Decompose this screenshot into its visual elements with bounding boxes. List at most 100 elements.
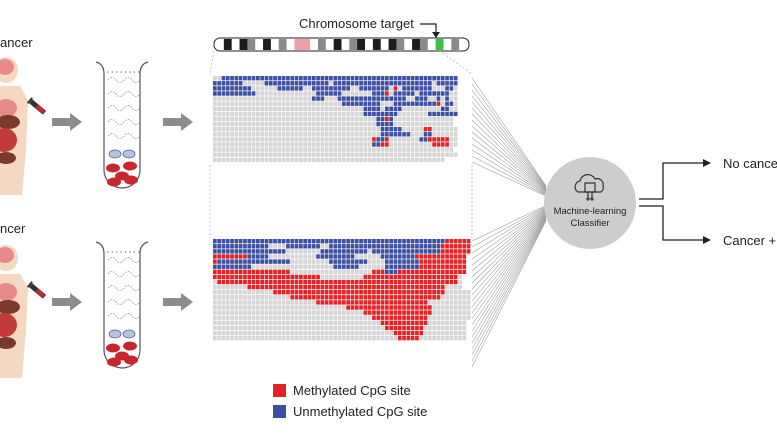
- empty-cpg-cell: [307, 315, 312, 320]
- unmethylated-cpg-cell: [410, 264, 415, 269]
- methylated-cpg-cell: [402, 274, 406, 280]
- methylated-cpg-cell: [303, 290, 307, 295]
- methylated-cpg-cell: [376, 274, 381, 280]
- empty-cpg-cell: [406, 127, 411, 132]
- empty-cpg-cell: [286, 91, 290, 96]
- empty-cpg-cell: [363, 147, 368, 152]
- dna-fragment: [107, 299, 141, 305]
- empty-cpg-cell: [277, 121, 282, 127]
- empty-cpg-cell: [359, 330, 363, 336]
- empty-cpg-cell: [329, 137, 333, 142]
- empty-cpg-cell: [385, 157, 389, 162]
- methylated-cpg-cell: [436, 137, 441, 142]
- empty-cpg-cell: [273, 335, 277, 341]
- unmethylated-cpg-cell: [342, 101, 346, 106]
- empty-cpg-cell: [354, 310, 359, 315]
- unmethylated-cpg-cell: [372, 239, 376, 244]
- empty-cpg-cell: [436, 86, 441, 91]
- empty-cpg-cell: [367, 157, 372, 162]
- unmethylated-cpg-cell: [376, 76, 381, 81]
- empty-cpg-cell: [260, 121, 264, 127]
- empty-cpg-cell: [453, 305, 458, 310]
- empty-cpg-cell: [307, 121, 312, 127]
- empty-cpg-cell: [247, 157, 252, 162]
- empty-cpg-cell: [445, 320, 449, 325]
- empty-cpg-cell: [294, 320, 299, 325]
- empty-cpg-cell: [303, 142, 307, 147]
- methylated-cpg-cell: [367, 305, 372, 310]
- red-blood-cell: [107, 177, 121, 187]
- methylated-cpg-cell: [389, 305, 393, 310]
- empty-cpg-cell: [363, 269, 368, 274]
- unmethylated-cpg-cell: [397, 259, 402, 264]
- methylated-cpg-cell: [320, 295, 325, 300]
- empty-cpg-cell: [333, 101, 338, 106]
- unmethylated-cpg-cell: [397, 96, 402, 101]
- empty-cpg-cell: [268, 244, 273, 249]
- empty-cpg-cell: [264, 96, 269, 101]
- methylated-cpg-cell: [376, 279, 381, 285]
- methylated-cpg-cell: [449, 244, 454, 249]
- empty-cpg-cell: [251, 315, 256, 320]
- empty-cpg-cell: [428, 142, 432, 147]
- empty-cpg-cell: [290, 320, 295, 325]
- empty-cpg-cell: [247, 142, 252, 147]
- empty-cpg-cell: [449, 142, 454, 147]
- empty-cpg-cell: [238, 305, 243, 310]
- empty-cpg-cell: [225, 325, 230, 331]
- methylated-cpg-cell: [432, 137, 436, 142]
- unmethylated-cpg-cell: [251, 76, 256, 81]
- unmethylated-cpg-cell: [449, 76, 454, 81]
- empty-cpg-cell: [376, 132, 381, 137]
- empty-cpg-cell: [247, 111, 252, 117]
- unmethylated-cpg-cell: [445, 101, 449, 106]
- methylated-cpg-cell: [363, 310, 368, 315]
- chromosome-band: [435, 39, 444, 50]
- empty-cpg-cell: [230, 325, 234, 331]
- methylated-cpg-cell: [423, 279, 428, 285]
- unmethylated-cpg-cell: [256, 239, 260, 244]
- empty-cpg-cell: [432, 310, 436, 315]
- empty-cpg-cell: [440, 152, 445, 157]
- empty-cpg-cell: [290, 142, 295, 147]
- empty-cpg-cell: [342, 330, 346, 336]
- empty-cpg-cell: [225, 116, 230, 122]
- unmethylated-cpg-cell: [238, 259, 243, 264]
- empty-cpg-cell: [445, 330, 449, 336]
- unmethylated-cpg-cell: [346, 96, 350, 101]
- empty-cpg-cell: [299, 137, 303, 142]
- unmethylated-cpg-cell: [277, 86, 282, 91]
- methylated-cpg-cell: [428, 290, 432, 295]
- unmethylated-cpg-cell: [423, 91, 428, 96]
- empty-cpg-cell: [324, 264, 329, 269]
- methylated-cpg-cell: [453, 279, 458, 285]
- empty-cpg-cell: [286, 335, 290, 341]
- empty-cpg-cell: [286, 264, 290, 269]
- empty-cpg-cell: [324, 269, 329, 274]
- empty-cpg-cell: [428, 300, 432, 305]
- methylated-cpg-cell: [342, 295, 346, 300]
- empty-cpg-cell: [277, 96, 282, 101]
- empty-cpg-cell: [342, 305, 346, 310]
- unmethylated-cpg-cell: [389, 132, 393, 137]
- empty-cpg-cell: [294, 157, 299, 162]
- empty-cpg-cell: [337, 305, 342, 310]
- unmethylated-cpg-cell: [380, 76, 385, 81]
- methylated-cpg-cell: [217, 269, 221, 274]
- empty-cpg-cell: [329, 157, 333, 162]
- methylated-cpg-cell: [221, 254, 226, 259]
- plasma-dot: [129, 71, 131, 73]
- empty-cpg-cell: [217, 157, 221, 162]
- empty-cpg-cell: [243, 335, 247, 341]
- methylated-cpg-cell: [311, 274, 316, 280]
- unmethylated-cpg-cell: [337, 239, 342, 244]
- unmethylated-cpg-cell: [432, 101, 436, 106]
- unmethylated-cpg-cell: [372, 101, 376, 106]
- unmethylated-cpg-cell: [337, 96, 342, 101]
- empty-cpg-cell: [458, 274, 462, 280]
- empty-cpg-cell: [342, 147, 346, 152]
- unmethylated-cpg-cell: [311, 86, 316, 91]
- unmethylated-cpg-cell: [213, 264, 217, 269]
- unmethylated-cpg-cell: [268, 76, 273, 81]
- empty-cpg-cell: [273, 244, 277, 249]
